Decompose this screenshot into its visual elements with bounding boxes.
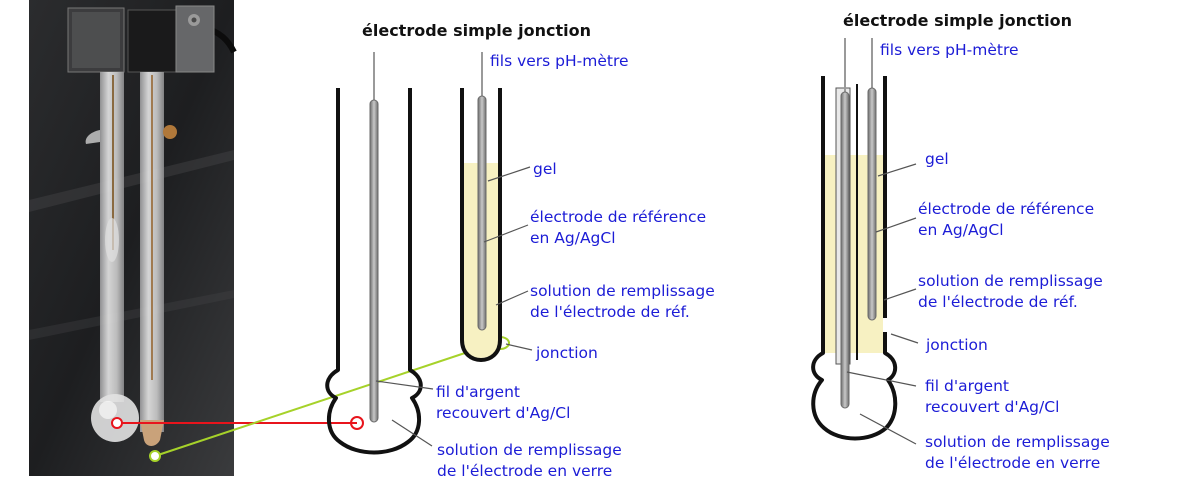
right-label-fill-ref-line1: solution de remplissage: [918, 272, 1103, 290]
green-connector-line: [154, 342, 496, 457]
center-title: électrode simple jonction: [362, 21, 591, 40]
right-label-fill-glass-line1: solution de remplissage: [925, 433, 1110, 451]
center-glass-electrode: [325, 52, 423, 455]
ph-electrode-photo: [29, 0, 237, 476]
center-label-ref-line2: en Ag/AgCl: [530, 229, 616, 247]
right-title: électrode simple jonction: [843, 11, 1072, 30]
red-marker-diagram: [350, 416, 364, 430]
right-label-silver-line1: fil d'argent: [925, 377, 1009, 395]
center-label-fill-ref-line2: de l'électrode de réf.: [530, 303, 690, 321]
green-marker-photo: [149, 450, 161, 462]
center-label-wires: fils vers pH-mètre: [490, 52, 629, 70]
center-label-gel: gel: [533, 160, 557, 178]
right-label-gel: gel: [925, 150, 949, 168]
center-label-silver-line1: fil d'argent: [436, 383, 520, 401]
right-combined-electrode: [811, 38, 898, 441]
right-label-silver-line2: recouvert d'Ag/Cl: [925, 398, 1060, 416]
right-label-wires: fils vers pH-mètre: [880, 41, 1019, 59]
center-label-fill-glass-line1: solution de remplissage: [437, 441, 622, 459]
right-label-fill-ref-line2: de l'électrode de réf.: [918, 293, 1078, 311]
center-label-fill-glass-line2: de l'électrode en verre: [437, 462, 613, 480]
center-label-silver-line2: recouvert d'Ag/Cl: [436, 404, 571, 422]
right-label-ref-line2: en Ag/AgCl: [918, 221, 1004, 239]
center-label-junction: jonction: [536, 344, 598, 362]
right-label-junction: jonction: [926, 336, 988, 354]
center-leader-lines: [375, 166, 533, 447]
right-label-ref-line1: électrode de référence: [918, 200, 1095, 218]
center-label-fill-ref-line1: solution de remplissage: [530, 282, 715, 300]
right-leader-lines: [846, 163, 919, 445]
center-reference-electrode: [460, 52, 502, 362]
right-label-fill-glass-line2: de l'électrode en verre: [925, 454, 1101, 472]
center-label-ref-line1: électrode de référence: [530, 208, 707, 226]
red-marker-photo: [111, 417, 123, 429]
